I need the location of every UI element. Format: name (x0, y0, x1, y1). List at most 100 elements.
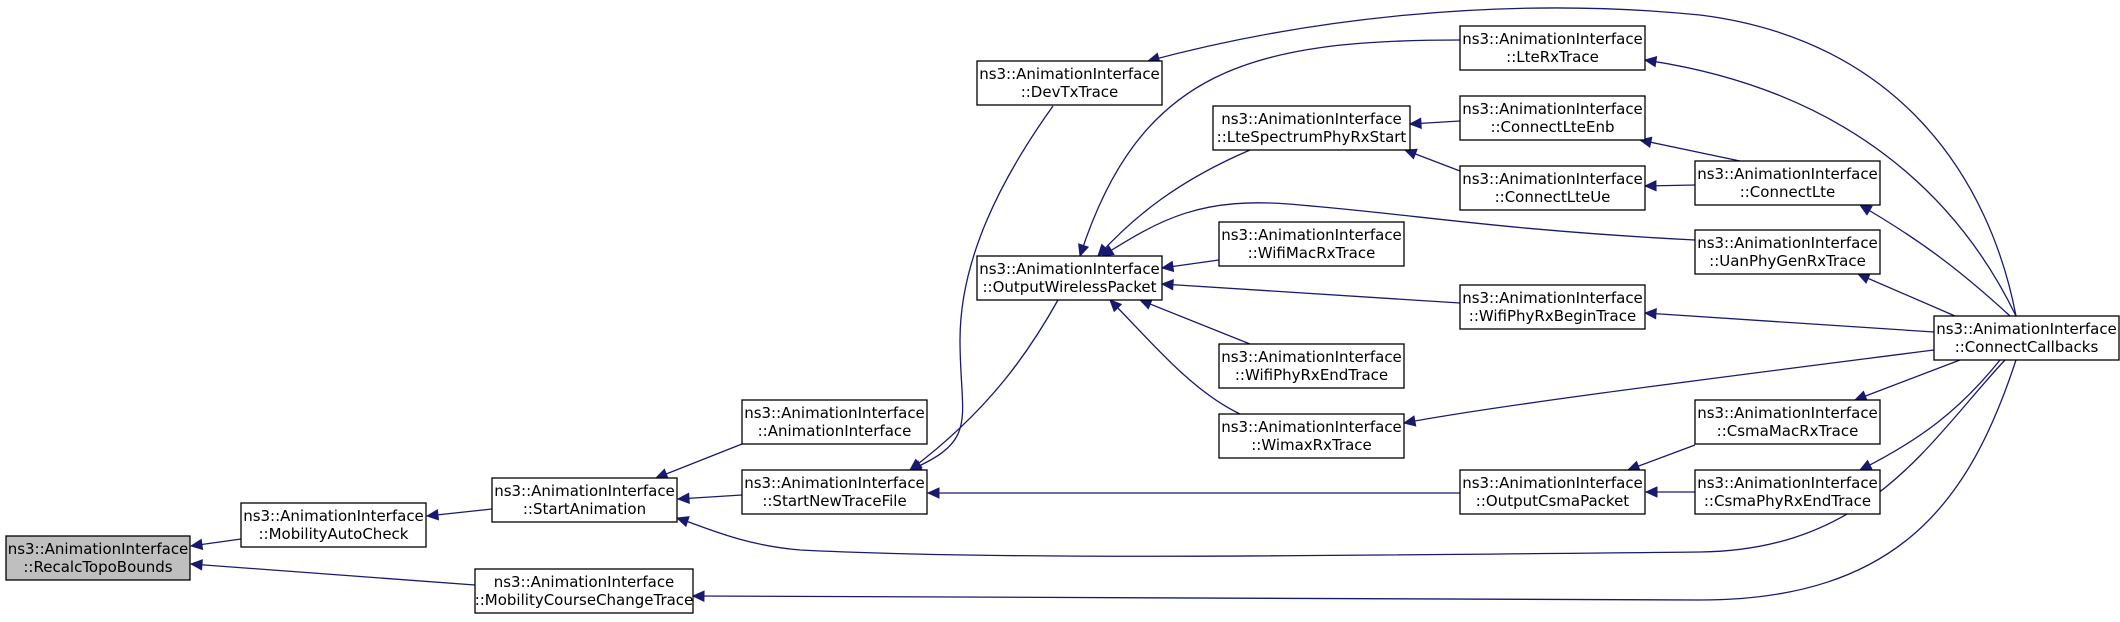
node-starttrace[interactable]: ns3::AnimationInterface::StartNewTraceFi… (741, 469, 928, 515)
node-box (1459, 284, 1646, 330)
arrowhead (1643, 307, 1657, 320)
edge-wifimac-to-outwireless (1160, 259, 1220, 273)
arrowhead (926, 487, 940, 499)
arrowhead (1403, 148, 1418, 160)
node-lterx[interactable]: ns3::AnimationInterface::LteRxTrace (1459, 25, 1646, 71)
node-wifiphyend[interactable]: ns3::AnimationInterface::WifiPhyRxEndTra… (1218, 343, 1405, 389)
node-label-class: ns3::AnimationInterface (8, 540, 189, 558)
node-label-class: ns3::AnimationInterface (1697, 404, 1878, 422)
node-conlte[interactable]: ns3::AnimationInterface::ConnectLte (1694, 160, 1881, 206)
node-box (1459, 469, 1646, 515)
node-label-method: ::LteRxTrace (1506, 48, 1599, 66)
node-recalc[interactable]: ns3::AnimationInterface::RecalcTopoBound… (5, 535, 191, 581)
arrowhead (691, 590, 705, 602)
node-startanim[interactable]: ns3::AnimationInterface::StartAnimation (491, 477, 678, 523)
node-uanphy[interactable]: ns3::AnimationInterface::UanPhyGenRxTrac… (1694, 229, 1881, 275)
node-label-class: ns3::AnimationInterface (979, 260, 1160, 278)
arrowhead (189, 538, 204, 551)
node-box (976, 255, 1163, 301)
edge-line (1627, 444, 1696, 471)
edge-line (909, 299, 1059, 471)
node-box (1212, 105, 1411, 151)
node-box (1694, 469, 1881, 515)
node-outwireless[interactable]: ns3::AnimationInterface::OutputWirelessP… (976, 255, 1163, 301)
edge-line (909, 105, 1054, 471)
edge-line (1854, 359, 1961, 401)
node-box (741, 469, 928, 515)
arrowhead (1644, 486, 1658, 498)
arrowhead (1858, 204, 1873, 216)
node-label-class: ns3::AnimationInterface (1462, 170, 1643, 188)
edge-conlteenb-to-ltespec (1408, 117, 1461, 130)
node-outcsma[interactable]: ns3::AnimationInterface::OutputCsmaPacke… (1459, 469, 1646, 515)
node-conlteue[interactable]: ns3::AnimationInterface::ConnectLteUe (1459, 165, 1646, 211)
node-label-method: ::OutputWirelessPacket (982, 278, 1156, 296)
node-label-method: ::AnimationInterface (758, 422, 912, 440)
edge-concallbacks-to-csmaphyend (1858, 359, 2001, 471)
arrowhead (675, 516, 690, 528)
arrowhead (1643, 56, 1658, 68)
node-label-method: ::CsmaPhyRxEndTrace (1704, 492, 1871, 510)
node-label-method: ::WifiPhyRxBeginTrace (1469, 307, 1636, 325)
edge-mobcourse-to-recalc (189, 559, 476, 586)
edge-wifiphyend-to-outwireless (1138, 298, 1251, 345)
edge-conlte-to-conlteenb (1638, 136, 1741, 162)
node-wifiphybegin[interactable]: ns3::AnimationInterface::WifiPhyRxBeginT… (1459, 284, 1646, 330)
node-label-class: ns3::AnimationInterface (243, 507, 424, 525)
edge-line (1147, 7, 2017, 317)
node-label-method: ::StartAnimation (523, 500, 646, 518)
node-box (1459, 165, 1646, 211)
node-label-class: ns3::AnimationInterface (744, 404, 925, 422)
arrowhead (1109, 299, 1123, 313)
node-csmamac[interactable]: ns3::AnimationInterface::CsmaMacRxTrace (1694, 399, 1881, 445)
node-mobauto[interactable]: ns3::AnimationInterface::MobilityAutoChe… (240, 502, 427, 548)
edge-line (655, 443, 743, 479)
edge-concallbacks-to-uanphy (1856, 273, 1956, 317)
node-label-method: ::LteSpectrumPhyRxStart (1217, 128, 1407, 146)
node-box (1694, 229, 1881, 275)
edge-line (1101, 202, 1696, 257)
edge-concallbacks-to-wifiphybegin (1643, 307, 1935, 333)
arrowhead (1856, 273, 1871, 284)
arrowhead (1160, 260, 1175, 273)
edge-line (1857, 273, 1956, 317)
node-box (1218, 413, 1405, 459)
node-devtx[interactable]: ns3::AnimationInterface::DevTxTrace (976, 60, 1163, 106)
arrowhead (1138, 298, 1153, 310)
node-csmaphyend[interactable]: ns3::AnimationInterface::CsmaPhyRxEndTra… (1694, 469, 1881, 515)
edge-csmaphyend-to-outcsma (1644, 486, 1695, 498)
arrowhead (1100, 245, 1115, 257)
node-label-method: ::DevTxTrace (1021, 83, 1119, 101)
node-label-method: ::OutputCsmaPacket (1476, 492, 1629, 510)
edge-animiface-to-startanim (654, 443, 743, 480)
node-label-class: ns3::AnimationInterface (1462, 30, 1643, 48)
node-label-class: ns3::AnimationInterface (1697, 474, 1878, 492)
edge-concallbacks-to-lterx (1643, 56, 2017, 317)
arrowhead (1402, 415, 1417, 427)
nodes-layer: ns3::AnimationInterface::RecalcTopoBound… (5, 25, 2120, 614)
arrowhead (189, 559, 203, 571)
edge-line (1079, 39, 1461, 257)
edge-line (1403, 349, 1935, 424)
node-animiface[interactable]: ns3::AnimationInterface::AnimationInterf… (741, 399, 928, 445)
node-label-class: ns3::AnimationInterface (1697, 165, 1878, 183)
arrowhead (1858, 459, 1873, 471)
node-label-class: ns3::AnimationInterface (979, 65, 1160, 83)
node-label-class: ns3::AnimationInterface (1462, 100, 1643, 118)
edge-conlte-to-conlteue (1643, 179, 1696, 192)
node-concallbacks[interactable]: ns3::AnimationInterface::ConnectCallback… (1933, 315, 2120, 361)
node-label-class: ns3::AnimationInterface (1221, 348, 1402, 366)
node-ltespec[interactable]: ns3::AnimationInterface::LteSpectrumPhyR… (1212, 105, 1411, 151)
node-label-method: ::ConnectLteUe (1495, 188, 1611, 206)
edge-line (1859, 204, 2011, 317)
arrowhead (1643, 179, 1657, 192)
node-wimax[interactable]: ns3::AnimationInterface::WimaxRxTrace (1218, 413, 1405, 459)
edge-uanphy-to-outwireless (1100, 202, 1696, 257)
node-wifimac[interactable]: ns3::AnimationInterface::WifiMacRxTrace (1218, 221, 1405, 267)
node-mobcourse[interactable]: ns3::AnimationInterface::MobilityCourseC… (474, 568, 694, 614)
node-box (1694, 399, 1881, 445)
arrowhead (909, 458, 923, 471)
node-conlteenb[interactable]: ns3::AnimationInterface::ConnectLteEnb (1459, 95, 1646, 141)
node-box (1218, 221, 1405, 267)
